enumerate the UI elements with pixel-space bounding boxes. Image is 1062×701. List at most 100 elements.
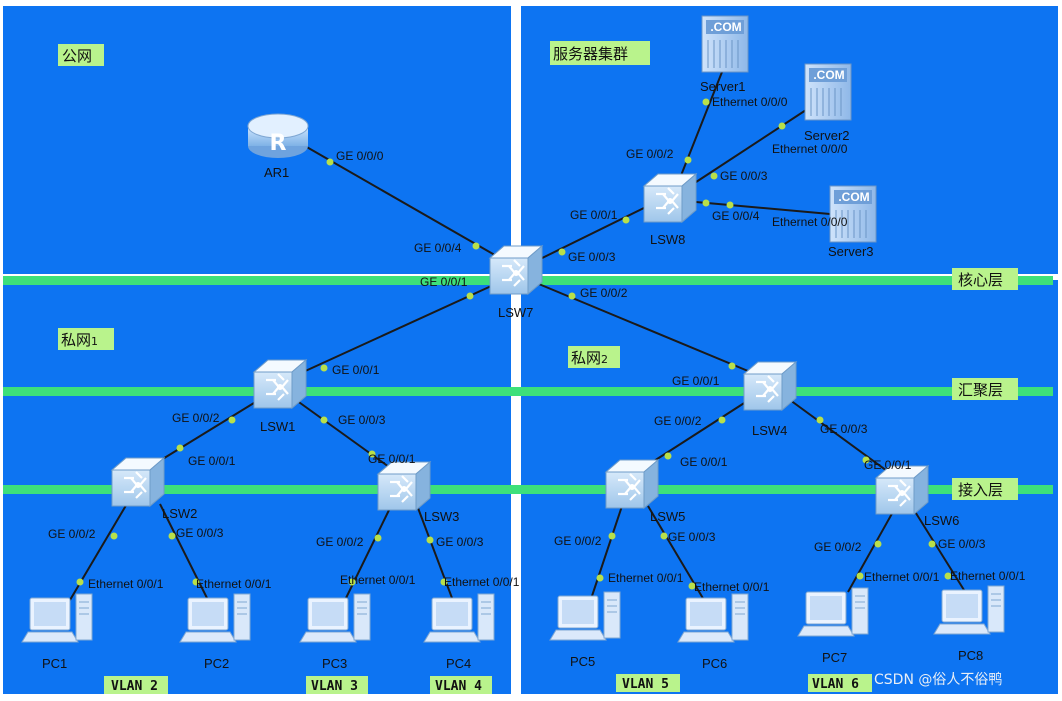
device-labels: AR1 LSW7 LSW8 LSW1 LSW4 LSW2 LSW3 LSW5 L…	[42, 79, 983, 671]
switch-lsw3-icon	[376, 460, 432, 512]
port-label: GE 0/0/3	[338, 413, 386, 427]
port-label: GE 0/0/3	[820, 422, 868, 436]
vlan-label: VLAN 5	[622, 677, 669, 692]
pc1-icon	[21, 593, 93, 643]
link-lsw4-lsw6	[789, 399, 895, 477]
router-ar1: R	[247, 113, 309, 158]
vlan-label: VLAN 6	[812, 677, 859, 692]
port-label: GE 0/0/4	[712, 209, 760, 223]
zone-label-public: 公网	[62, 47, 92, 65]
link-lsw1-lsw2	[147, 397, 263, 469]
port-label: Ethernet 0/0/1	[340, 573, 416, 587]
port-label: GE 0/0/2	[172, 411, 220, 425]
port-label: GE 0/0/3	[436, 535, 484, 549]
vlan-labels: VLAN 2 VLAN 3 VLAN 4 VLAN 5 VLAN 6	[104, 674, 872, 694]
server-badge: .COM	[838, 190, 869, 204]
port-label: GE 0/0/2	[48, 527, 96, 541]
port-label: GE 0/0/1	[680, 455, 728, 469]
port-label: Ethernet 0/0/1	[694, 580, 770, 594]
label-pc8: PC8	[958, 648, 983, 663]
link-lsw7-lsw8	[529, 204, 651, 265]
port-label: Ethernet 0/0/0	[772, 142, 848, 156]
port-label: GE 0/0/2	[814, 540, 862, 554]
router-badge: R	[270, 131, 287, 156]
port-label: Ethernet 0/0/1	[88, 577, 164, 591]
label-pc1: PC1	[42, 656, 67, 671]
server3: .COM	[829, 185, 877, 243]
port-label: Ethernet 0/0/1	[444, 575, 520, 589]
port-label: GE 0/0/1	[864, 458, 912, 472]
label-server3: Server3	[828, 244, 874, 259]
port-label: GE 0/0/4	[414, 241, 462, 255]
label-pc2: PC2	[204, 656, 229, 671]
port-label: GE 0/0/3	[568, 250, 616, 264]
switch-lsw5-icon	[604, 458, 660, 510]
zone-labels: 公网 服务器集群 私网1 私网2	[58, 41, 650, 368]
port-label: GE 0/0/1	[570, 208, 618, 222]
switch-lsw1-icon	[252, 358, 308, 410]
pc5-icon	[549, 591, 621, 641]
port-labels: GE 0/0/0 GE 0/0/4 GE 0/0/3 GE 0/0/1 GE 0…	[48, 95, 1026, 594]
watermark: CSDN @俗人不俗鸭	[874, 672, 1002, 688]
port-label: GE 0/0/0	[336, 149, 384, 163]
label-pc7: PC7	[822, 650, 847, 665]
port-label: Ethernet 0/0/1	[864, 570, 940, 584]
link-lsw2-pc2	[159, 503, 209, 601]
label-lsw4: LSW4	[752, 423, 787, 438]
port-label: GE 0/0/3	[668, 530, 716, 544]
server-badge: .COM	[813, 68, 844, 82]
label-lsw6: LSW6	[924, 513, 959, 528]
pc6-icon	[677, 593, 749, 643]
port-label: Ethernet 0/0/1	[608, 571, 684, 585]
zone-label-private1: 私网1	[61, 331, 98, 349]
port-label: Ethernet 0/0/1	[196, 577, 272, 591]
label-lsw3: LSW3	[424, 509, 459, 524]
vlan-label: VLAN 2	[111, 679, 158, 694]
label-lsw7: LSW7	[498, 305, 533, 320]
vlan-label: VLAN 3	[311, 679, 358, 694]
port-label: GE 0/0/1	[188, 454, 236, 468]
aggregation-layer-band	[3, 387, 1053, 396]
pc2-icon	[179, 593, 251, 643]
zone-label-servers: 服务器集群	[553, 45, 628, 63]
label-ar1: AR1	[264, 165, 289, 180]
layer-label-aggregation: 汇聚层	[958, 381, 1003, 399]
layer-labels: 核心层 汇聚层 接入层	[952, 268, 1018, 500]
port-label: GE 0/0/2	[554, 534, 602, 548]
port-label: GE 0/0/2	[654, 414, 702, 428]
switch-lsw6-icon	[874, 464, 930, 516]
pc7-icon	[797, 587, 869, 637]
label-server2: Server2	[804, 128, 850, 143]
label-lsw8: LSW8	[650, 232, 685, 247]
port-label: GE 0/0/1	[672, 374, 720, 388]
label-lsw2: LSW2	[162, 506, 197, 521]
link-lsw6-pc7	[847, 509, 895, 593]
server2: .COM	[804, 63, 852, 121]
pc4-icon	[423, 593, 495, 643]
layer-label-core: 核心层	[958, 271, 1003, 289]
port-label: GE 0/0/3	[720, 169, 768, 183]
port-label: GE 0/0/2	[626, 147, 674, 161]
port-label: GE 0/0/1	[368, 452, 416, 466]
port-label: GE 0/0/1	[332, 363, 380, 377]
label-server1: Server1	[700, 79, 746, 94]
link-lsw5-pc5	[591, 505, 623, 597]
port-label: GE 0/0/3	[176, 526, 224, 540]
server-badge: .COM	[710, 20, 741, 34]
zone-label-private2: 私网2	[571, 349, 608, 367]
access-layer-band	[3, 485, 1053, 494]
link-lsw4-lsw5	[639, 397, 753, 471]
label-pc3: PC3	[322, 656, 347, 671]
port-label: GE 0/0/2	[316, 535, 364, 549]
link-lsw8-server2	[689, 109, 807, 187]
port-label: Ethernet 0/0/0	[712, 95, 788, 109]
port-label: GE 0/0/3	[938, 537, 986, 551]
label-pc4: PC4	[446, 656, 471, 671]
link-lsw8-server3	[695, 201, 831, 215]
label-lsw5: LSW5	[650, 509, 685, 524]
switch-lsw2-icon	[110, 456, 166, 508]
port-dots	[76, 98, 952, 590]
switch-lsw7-icon	[488, 244, 544, 296]
